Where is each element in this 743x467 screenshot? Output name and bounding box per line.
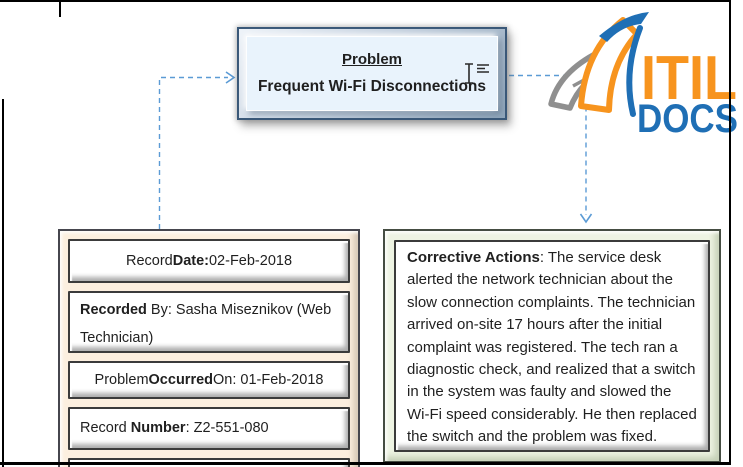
logo-swoosh-blue: [599, 12, 649, 42]
table-border-top: [0, 0, 731, 2]
connector-left-arrowhead-icon: [225, 71, 236, 84]
table-border-tick: [59, 0, 61, 17]
connector-down-arrowhead-icon: [579, 213, 593, 224]
logo-page-orange: [578, 17, 640, 113]
corrective-actions-box[interactable]: Corrective Actions: The service desk ale…: [383, 229, 721, 463]
problem-shape-face: Problem Frequent Wi-Fi Disconnections: [246, 36, 498, 111]
recorded-by-row[interactable]: Recorded By: Sasha Miseznikov (Web Techn…: [68, 291, 350, 353]
logo-text-itil: ITIL: [641, 44, 737, 113]
record-date-row[interactable]: Record Date: 02-Feb-2018: [68, 239, 350, 283]
problem-title: Problem: [341, 51, 402, 68]
problem-subtitle: Frequent Wi-Fi Disconnections: [257, 78, 487, 95]
table-border-left: [2, 99, 4, 467]
table-border-right: [729, 0, 731, 465]
record-details-box[interactable]: Record Date: 02-Feb-2018 Recorded By: Sa…: [58, 229, 360, 467]
record-number-row[interactable]: Record Number: Z2-551-080: [68, 407, 350, 450]
itil-docs-logo[interactable]: ITIL DOCS: [543, 6, 739, 138]
problem-occurred-row[interactable]: Problem Occurred On: 01-Feb-2018: [68, 361, 350, 399]
corrective-actions-text[interactable]: Corrective Actions: The service desk ale…: [394, 240, 710, 452]
logo-crescent-blue: [626, 25, 643, 117]
logo-text-docs: DOCS: [637, 97, 738, 138]
text-cursor-icon: [461, 61, 491, 92]
problem-shape[interactable]: Problem Frequent Wi-Fi Disconnections: [237, 27, 507, 120]
connector-left-to-problem[interactable]: [158, 76, 229, 230]
table-border-bottom: [0, 462, 731, 465]
